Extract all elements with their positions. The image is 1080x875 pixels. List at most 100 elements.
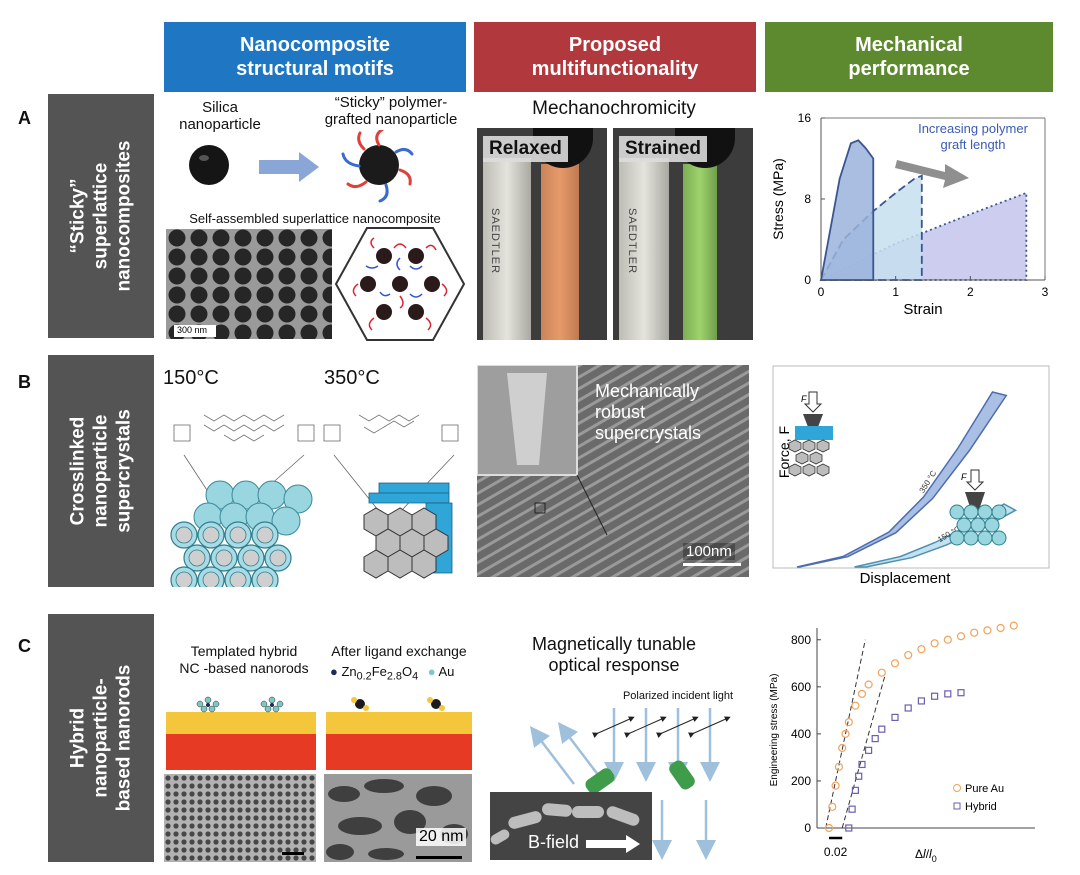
point-pure-au xyxy=(917,645,926,654)
y-tick-label: 0 xyxy=(804,821,811,835)
crosslink-layer-1 xyxy=(795,426,833,440)
x-axis-label: Displacement xyxy=(860,570,952,587)
point-hybrid xyxy=(904,704,912,712)
point-pure-au xyxy=(828,802,837,811)
point-pure-au xyxy=(943,635,952,644)
nanocrystal-pattern-right xyxy=(324,774,472,862)
supercrystal-diagram xyxy=(170,414,459,587)
point-hybrid xyxy=(917,697,925,705)
point-pure-au xyxy=(831,781,840,790)
header-mechanical-performance: Mechanical performance xyxy=(765,22,1053,92)
row-letter-c: C xyxy=(18,636,31,656)
elastic-slope-au xyxy=(825,639,866,829)
nanocrystal-tem-right: 20 nm xyxy=(324,774,472,862)
point-hybrid xyxy=(845,824,853,832)
relaxed-ruler xyxy=(483,158,531,340)
point-hybrid xyxy=(878,725,886,733)
sem-texture xyxy=(477,365,749,577)
sphere-particle xyxy=(956,517,972,533)
y-axis-label: Force, F xyxy=(776,426,792,478)
self-assembled-label: Self-assembled superlattice nanocomposit… xyxy=(189,211,441,226)
nanocrystal-pattern-left xyxy=(164,774,316,862)
row-letter-b: B xyxy=(18,372,31,392)
point-pure-au xyxy=(834,762,844,771)
sphere-particle xyxy=(991,530,1007,546)
force-label-2: F xyxy=(961,472,967,482)
nanoparticle-diagram xyxy=(189,130,414,203)
point-pure-au xyxy=(956,632,966,641)
point-hybrid xyxy=(855,772,863,780)
nanorod-chain xyxy=(490,792,652,860)
magnetic-optical-label: Magnetically tunable optical response xyxy=(531,634,697,675)
hex-particle xyxy=(795,451,809,465)
legend-zn: Zn xyxy=(341,664,357,679)
point-pure-au xyxy=(851,701,860,710)
strained-ruler xyxy=(619,158,669,340)
sphere-particle xyxy=(991,504,1007,520)
hex-particle xyxy=(809,451,823,465)
point-pure-au xyxy=(844,718,853,727)
strain-scalebar-label: 0.02 xyxy=(824,845,848,859)
legend-o-sub: 4 xyxy=(412,670,419,683)
x-axis-label: Δl/l0 xyxy=(915,847,937,864)
strained-badge: Strained xyxy=(619,136,708,162)
point-pure-au xyxy=(824,823,834,833)
annotation-line: graft length xyxy=(940,137,1005,152)
y-axis-label: Stress (MPa) xyxy=(770,158,786,240)
row-letter-a: A xyxy=(18,108,31,128)
optical-response-diagram xyxy=(529,708,731,860)
relaxed-badge: Relaxed xyxy=(483,136,568,162)
composition-legend: ● Zn0.2Fe2.8O4 ● Au xyxy=(330,664,454,683)
stress-curve-1 xyxy=(819,139,875,281)
sem-robust-label: Mechanically robust supercrystals xyxy=(595,381,702,443)
legend-o: O xyxy=(401,664,413,679)
row-label-b-text: Crosslinked nanoparticle supercrystals xyxy=(67,409,135,533)
sphere-particle xyxy=(970,517,986,533)
x-tick-label: 0 xyxy=(818,285,825,299)
au-dot-icon: ● xyxy=(427,664,436,679)
legend-label-hybrid: Hybrid xyxy=(965,801,997,813)
y-tick-label: 0 xyxy=(804,273,811,287)
bfield-label: B-field xyxy=(528,832,580,852)
point-hybrid xyxy=(931,692,939,700)
sphere-particle xyxy=(963,530,979,546)
x-tick-label: 3 xyxy=(1042,285,1049,299)
header-multifunctionality: Proposed multifunctionality xyxy=(474,22,756,92)
strained-ruler-text: SAEDTLER xyxy=(626,208,638,275)
y-tick-label: 8 xyxy=(804,192,811,206)
point-hybrid xyxy=(871,734,879,743)
row-label-a: “Sticky” superlattice nanocomposites xyxy=(48,94,154,338)
superlattice-pattern xyxy=(166,229,332,339)
point-pure-au xyxy=(930,639,939,648)
point-pure-au xyxy=(983,626,992,635)
silica-label: Silica nanoparticle xyxy=(179,99,261,133)
point-hybrid xyxy=(944,690,952,698)
superlattice-tem-image: 300 nm xyxy=(166,229,332,339)
y-tick-label: 600 xyxy=(791,680,811,694)
x-axis-label-part: / xyxy=(926,847,930,861)
point-hybrid xyxy=(864,746,873,754)
y-axis-label: Engineering stress (MPa) xyxy=(769,674,780,787)
row-label-a-text: “Sticky” superlattice nanocomposites xyxy=(67,140,135,292)
point-pure-au xyxy=(904,650,913,660)
nanocrystal-tem-left xyxy=(164,774,316,862)
point-pure-au xyxy=(970,628,979,637)
row-label-c: Hybrid nanoparticle- based nanorods xyxy=(48,614,154,862)
sphere-particle xyxy=(984,517,1000,533)
hex-particle xyxy=(802,439,816,453)
tem-scalebar-label: 300 nm xyxy=(177,325,208,335)
sphere-particle xyxy=(963,504,979,520)
temp-350-label: 350°C xyxy=(324,367,380,389)
legend-zn-sub: 0.2 xyxy=(356,670,372,683)
legend-fe-sub: 2.8 xyxy=(386,670,402,683)
point-hybrid xyxy=(858,760,866,769)
point-pure-au xyxy=(890,659,900,668)
y-tick-label: 400 xyxy=(791,727,811,741)
trend-arrow-icon xyxy=(895,160,969,188)
point-pure-au xyxy=(838,743,847,753)
legend-fe: Fe xyxy=(371,664,387,679)
relaxed-ruler-text: SAEDTLER xyxy=(489,208,501,275)
